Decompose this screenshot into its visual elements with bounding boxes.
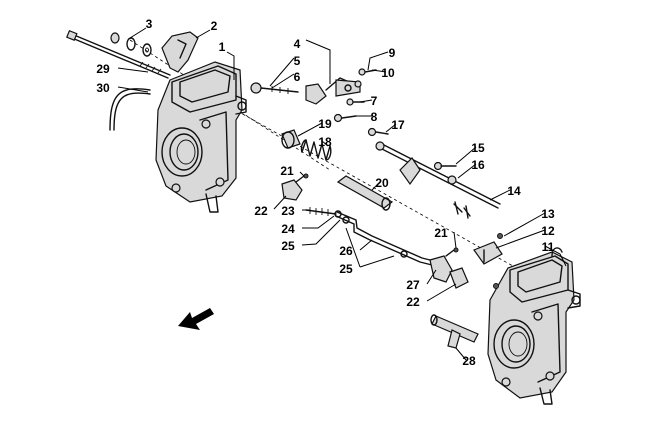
callout-22: 22 — [406, 295, 420, 309]
callout-29: 29 — [96, 62, 110, 76]
callout-25: 25 — [281, 239, 295, 253]
callout-1: 1 — [219, 40, 226, 54]
callout-11: 11 — [542, 240, 555, 254]
tee-fitting — [430, 314, 479, 349]
long-screw — [66, 29, 171, 79]
carburetor-right — [487, 247, 581, 405]
screw-and-washers — [110, 32, 152, 57]
callout-16: 16 — [471, 158, 485, 172]
callout-22: 22 — [254, 204, 268, 218]
sleeve-tube — [336, 175, 394, 211]
callout-21: 21 — [280, 164, 294, 178]
callout-25: 25 — [339, 262, 353, 276]
carburetor-left — [155, 61, 247, 213]
linkage-screw — [250, 82, 299, 94]
callout-labels: 1234567891011121314151617181920212122222… — [96, 17, 555, 368]
callout-12: 12 — [541, 224, 555, 238]
callout-15: 15 — [471, 141, 485, 155]
callout-7: 7 — [371, 94, 378, 108]
throttle-lever — [305, 77, 361, 105]
callout-18: 18 — [318, 135, 332, 149]
front-direction-arrow — [178, 308, 214, 330]
callout-26: 26 — [339, 244, 353, 258]
callout-21: 21 — [434, 226, 448, 240]
throttle-shaft — [375, 141, 501, 219]
callout-17: 17 — [391, 118, 405, 132]
spring — [300, 139, 332, 161]
shaft-screw — [367, 127, 389, 137]
callout-28: 28 — [462, 354, 476, 368]
callout-20: 20 — [375, 176, 389, 190]
callout-19: 19 — [318, 117, 332, 131]
callout-10: 10 — [381, 66, 395, 80]
clip-right — [429, 247, 469, 289]
collar — [281, 129, 301, 149]
callout-3: 3 — [146, 17, 153, 31]
clamp-screws — [433, 161, 457, 185]
assembly-axis-lines — [129, 39, 521, 271]
callout-6: 6 — [294, 70, 301, 84]
clip-left — [281, 173, 309, 201]
cover-bracket — [161, 31, 199, 73]
connecting-rod — [335, 211, 439, 267]
callout-8: 8 — [371, 110, 378, 124]
leader-lines — [117, 27, 567, 361]
callout-13: 13 — [541, 207, 555, 221]
callout-9: 9 — [389, 46, 396, 60]
callout-30: 30 — [96, 81, 110, 95]
callout-27: 27 — [406, 278, 420, 292]
callout-2: 2 — [211, 19, 218, 33]
callout-24: 24 — [281, 222, 295, 236]
mount-bracket — [473, 233, 503, 265]
vent-hose — [109, 88, 151, 131]
callout-14: 14 — [507, 184, 521, 198]
callout-4: 4 — [294, 37, 301, 51]
callout-23: 23 — [281, 204, 295, 218]
callout-5: 5 — [294, 54, 301, 68]
